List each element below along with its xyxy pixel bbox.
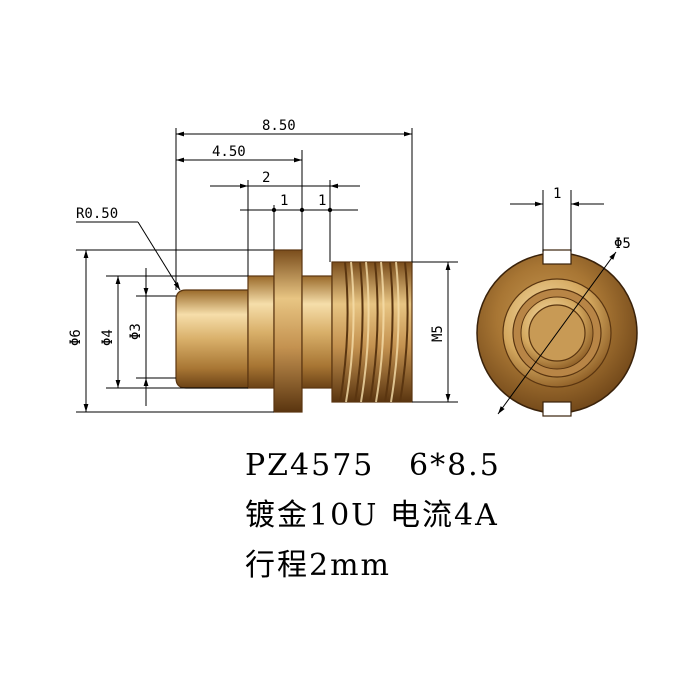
dim-end-dia: Φ5 (614, 236, 631, 252)
dim-end-width: 1 (553, 186, 561, 202)
pin-neck (247, 275, 275, 389)
pin-flange (273, 249, 303, 413)
dim-thread: M5 (430, 325, 446, 342)
dim-head-length: 4.50 (212, 144, 246, 160)
dimension-lines (76, 128, 458, 413)
dim-total-length: 8.50 (262, 118, 296, 134)
spec-model: PZ4575 6*8.5 (245, 448, 501, 483)
bottom-slot (542, 401, 572, 417)
dim-radius: R0.50 (76, 206, 118, 222)
pin-side-view (175, 249, 413, 413)
end-view-dimensions (497, 190, 617, 415)
dimension-dots (271, 207, 333, 213)
top-slot (542, 249, 572, 265)
spec-stroke: 行程2mm (245, 548, 391, 583)
dim-dia-6: Φ6 (68, 329, 84, 346)
thread-crests (345, 261, 400, 403)
dim-dia-4: Φ4 (100, 329, 116, 346)
dim-stroke: 2 (262, 170, 270, 186)
spec-plating-current: 镀金10U 电流4A (245, 498, 499, 533)
dim-step-b: 1 (318, 193, 326, 209)
dim-step-a: 1 (280, 193, 288, 209)
pin-body (301, 275, 333, 389)
plunger-tip (175, 289, 249, 389)
dim-dia-3: Φ3 (128, 323, 144, 340)
thread-grooves (339, 261, 409, 403)
